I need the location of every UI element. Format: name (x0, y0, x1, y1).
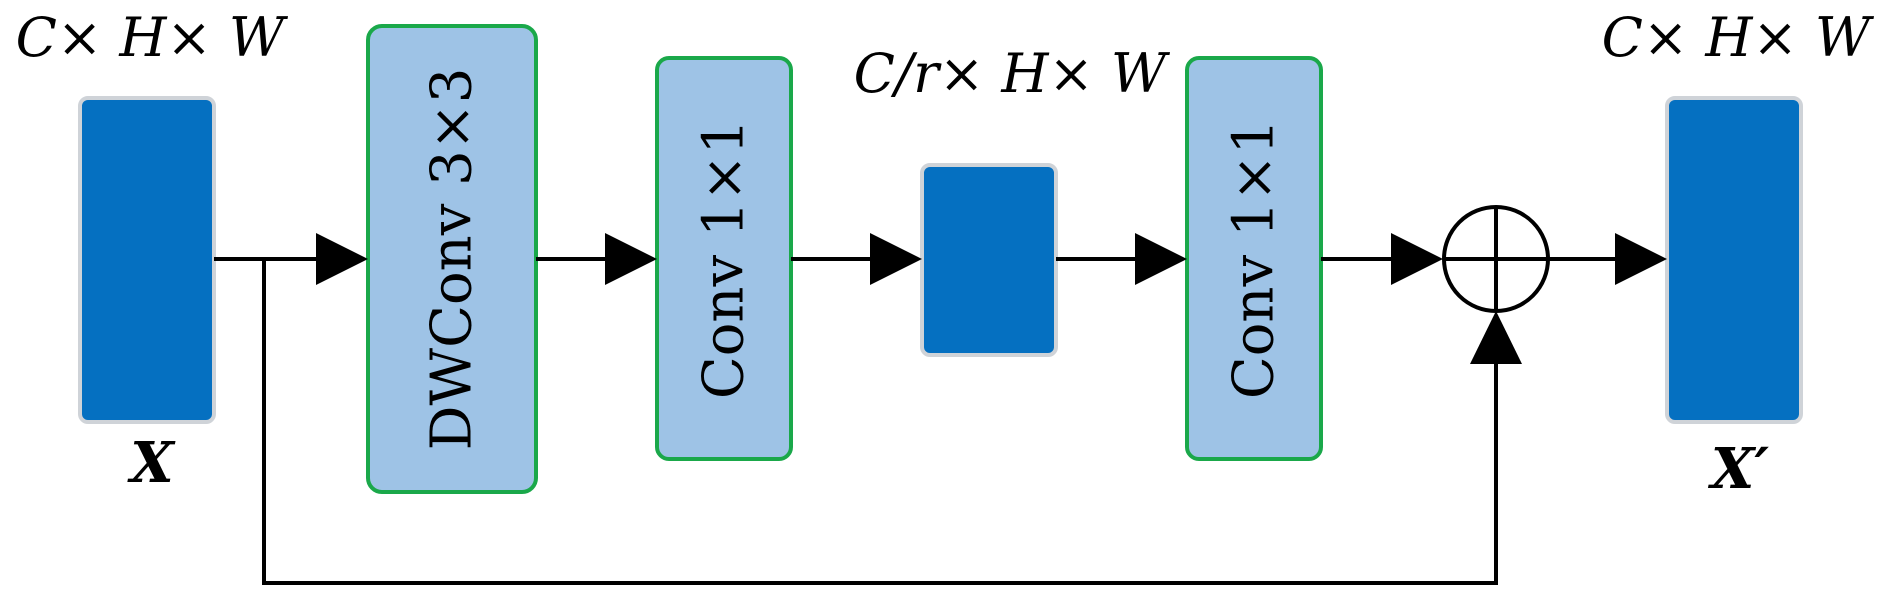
connections (214, 257, 1617, 585)
input-shape-label: C× H× W (16, 6, 289, 69)
arrowhead-2 (605, 233, 657, 285)
output-name-label: X′ (1708, 436, 1769, 502)
arrowhead-1 (316, 233, 368, 285)
conv2-block: Conv 1×1 (1185, 56, 1323, 461)
output-tensor (1665, 96, 1803, 424)
conv2-label: Conv 1×1 (1222, 119, 1287, 399)
output-shape-label: C× H× W (1602, 6, 1875, 69)
arrowheads (316, 233, 1667, 364)
dwconv-block: DWConv 3×3 (366, 24, 538, 494)
dwconv-label: DWConv 3×3 (420, 68, 485, 451)
residual-path (262, 259, 1498, 585)
input-name-label: X (127, 430, 176, 496)
conv1-label: Conv 1×1 (692, 119, 757, 399)
reduced-shape-label: C/r× H× W (854, 42, 1171, 105)
arrowhead-5 (1391, 233, 1443, 285)
arrowhead-6 (1615, 233, 1667, 285)
reduced-tensor (920, 163, 1058, 357)
elementwise-add-icon (1442, 205, 1550, 313)
input-tensor (78, 96, 216, 424)
arrowhead-4 (1135, 233, 1187, 285)
arrowhead-3 (870, 233, 922, 285)
arrowhead-residual (1470, 311, 1522, 364)
conv1-block: Conv 1×1 (655, 56, 793, 461)
